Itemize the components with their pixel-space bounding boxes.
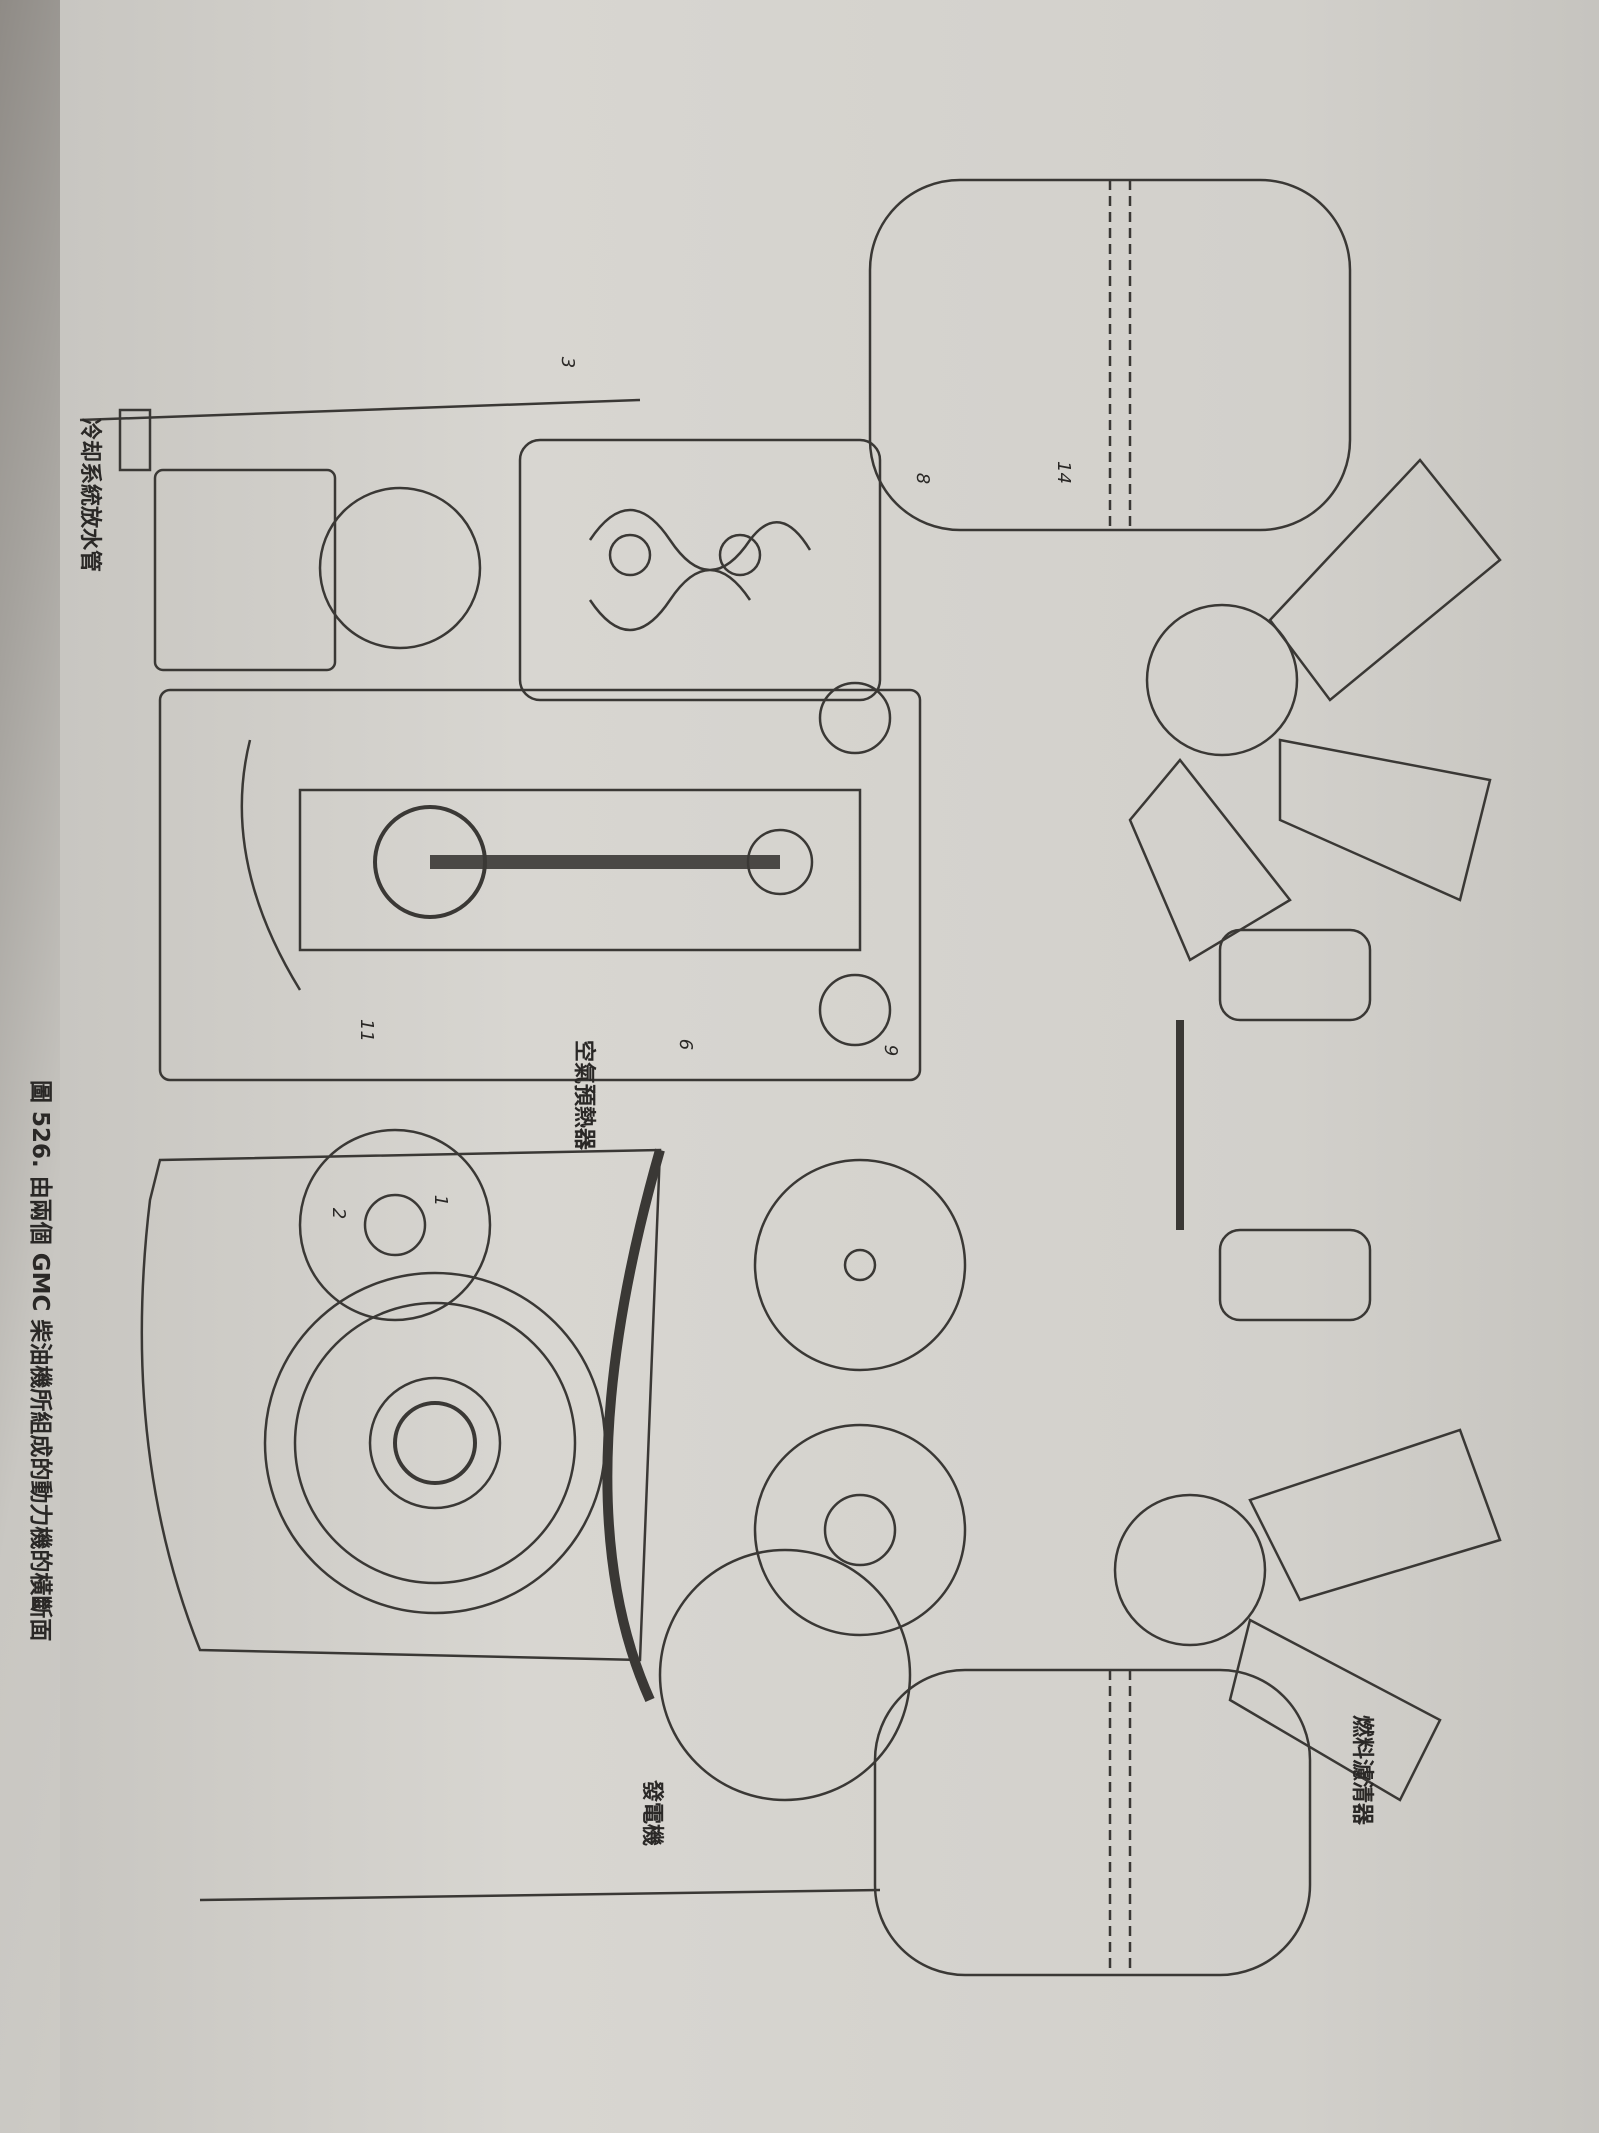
part-number-1: 1 [430,1194,452,1207]
label-air-preheater: 空氣預熱器 [571,1040,596,1151]
part-number-14: 14 [1052,461,1074,484]
drain-pipe [79,398,641,422]
camshaft-gear-1 [753,1158,967,1372]
air-cleaner-tank-lower [873,1668,1312,1977]
part-number-3: 3 [557,356,579,369]
flywheel-gear [263,1271,607,1615]
crank-pin [373,805,487,919]
generator-housing [658,1548,912,1802]
part-number-6: 6 [675,1038,697,1051]
part-number-9: 9 [880,1044,902,1057]
exhaust-manifold [602,1148,665,1703]
label-fuel-filter: 燃料濾清器 [1349,1715,1374,1826]
blower-lobes [588,508,812,632]
cylinder-liner [298,788,862,952]
part-number-11: 11 [355,1019,377,1042]
camshaft-gear-2 [753,1423,967,1637]
pulley [318,486,482,650]
paper-sheet [60,0,1599,2133]
fan-blade [1268,458,1502,702]
label-cooling-drain: 冷却系統放水管 [77,418,102,573]
fuel-filter-upper [1218,928,1372,1022]
camshaft-lower [818,973,892,1047]
gear-case-outline [140,1148,662,1662]
fan-blade [1278,738,1492,902]
part-number-8: 8 [912,472,934,485]
fan-hub-upper [1145,603,1299,757]
blower-rotor-1 [608,533,652,577]
fan-blade [1248,1428,1502,1602]
idler-gear [298,1128,492,1322]
engine-block-upper [158,688,922,1082]
label-generator: 發電機 [639,1780,664,1847]
water-pump [153,468,337,672]
fan-hub-lower [1113,1493,1267,1647]
wrist-pin [746,828,814,896]
camshaft-upper [818,681,892,755]
figure-caption: 圖 526. 由兩個 GMC 柴油機所組成的動力機的橫斷面 [27,1080,53,1642]
part-number-2: 2 [328,1207,350,1220]
fan-blade [1128,758,1292,962]
blower-housing [518,438,882,702]
crankcase-curve [240,739,302,991]
blower-rotor-2 [718,533,762,577]
fan-blade [1228,1618,1442,1802]
fuel-filter-lower [1218,1228,1372,1322]
lower-drain-pipe [199,1888,881,1902]
